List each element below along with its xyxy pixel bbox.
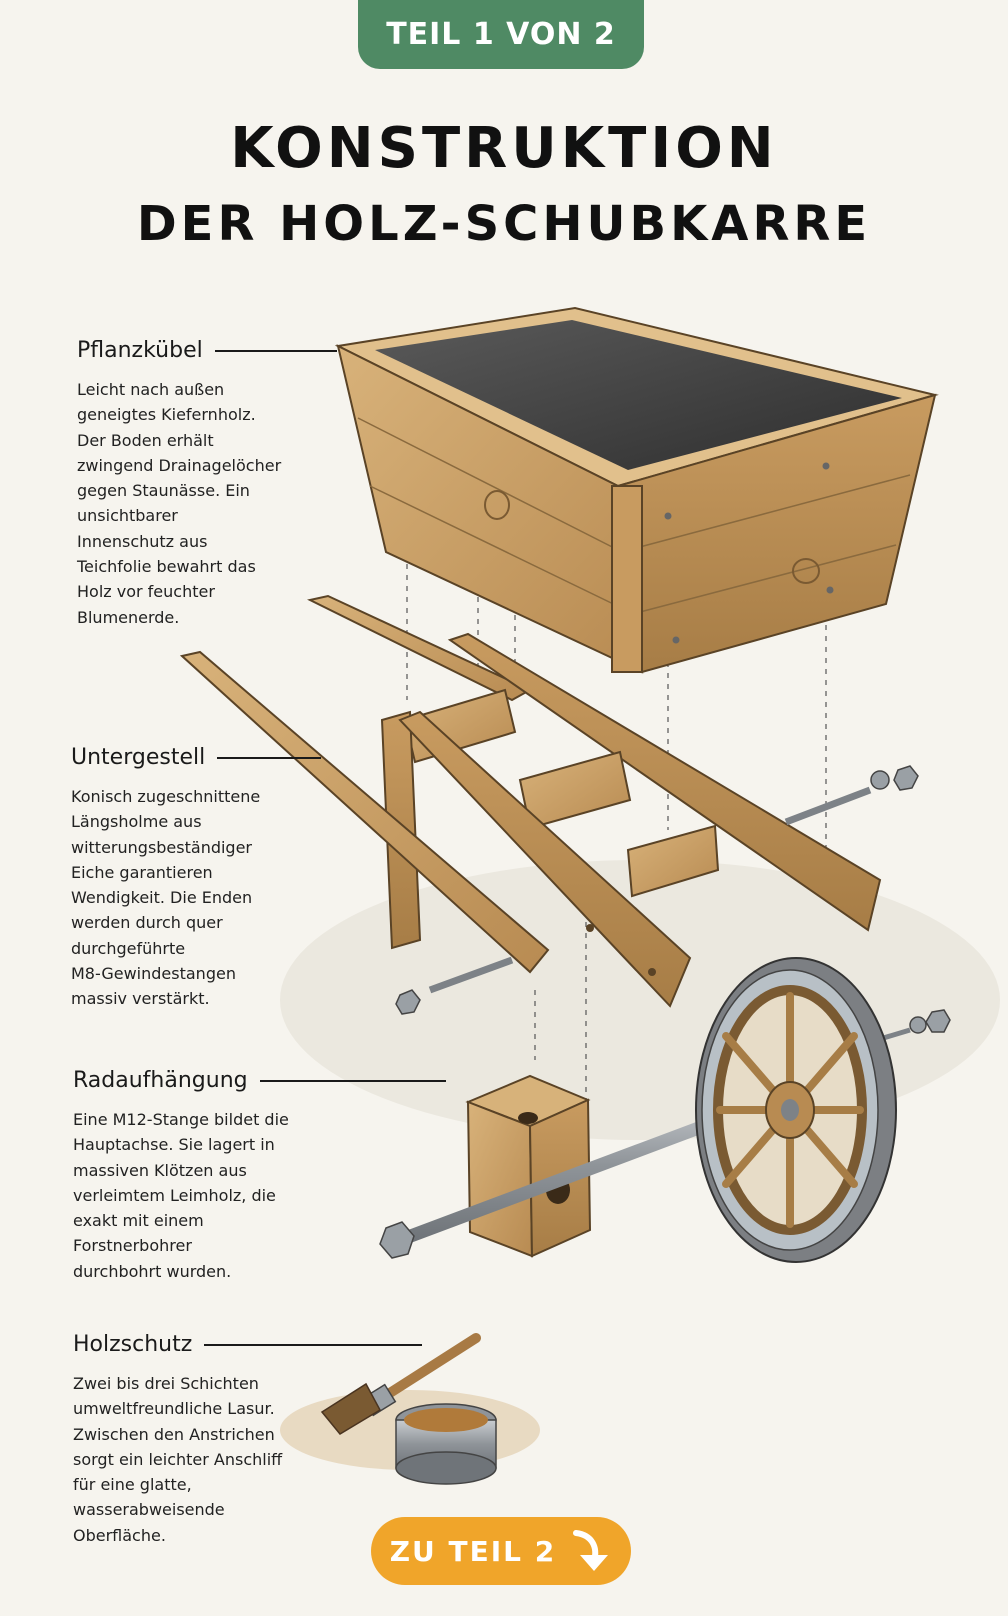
section-title: Holzschutz	[73, 1332, 193, 1357]
section-body: Konisch zugeschnittene Längsholme aus wi…	[71, 787, 261, 1009]
leader-line	[214, 349, 337, 352]
section-body: Eine M12-Stange bildet die Hauptachse. S…	[73, 1110, 289, 1281]
planter-box	[334, 306, 939, 674]
part-badge: TEIL 1 VON 2	[358, 0, 644, 69]
section-body: Leicht nach außen geneigtes Kiefernholz.…	[77, 380, 282, 627]
section-body: Zwei bis drei Schichten umweltfreundlich…	[73, 1374, 283, 1545]
section-chassis: Untergestell Konisch zugeschnittene Läng…	[71, 745, 322, 1012]
brush-and-stain-can	[320, 1333, 497, 1485]
axle-block	[465, 1074, 592, 1258]
next-part-button[interactable]: ZU TEIL 2	[371, 1517, 631, 1585]
section-wheel-mount: Radaufhängung Eine M12-Stange bildet die…	[73, 1068, 446, 1284]
page-title-line2: DER HOLZ-SCHUBKARRE	[136, 196, 872, 252]
leader-line	[259, 1079, 446, 1082]
section-title: Pflanzkübel	[77, 338, 203, 363]
section-title: Radaufhängung	[73, 1068, 248, 1093]
next-part-label: ZU TEIL 2	[389, 1534, 557, 1568]
leader-line	[204, 1343, 423, 1346]
arrow-down-right-icon	[573, 1530, 609, 1571]
page-title-line1: KONSTRUKTION	[230, 116, 778, 181]
wheel	[695, 957, 897, 1263]
section-planter: Pflanzkübel Leicht nach außen geneigtes …	[77, 338, 337, 630]
section-title: Untergestell	[71, 745, 206, 770]
section-wood-protection: Holzschutz Zwei bis drei Schichten umwel…	[73, 1332, 423, 1548]
chassis-frame	[179, 594, 882, 1008]
leader-line	[217, 756, 322, 759]
threaded-rods	[395, 765, 951, 1048]
